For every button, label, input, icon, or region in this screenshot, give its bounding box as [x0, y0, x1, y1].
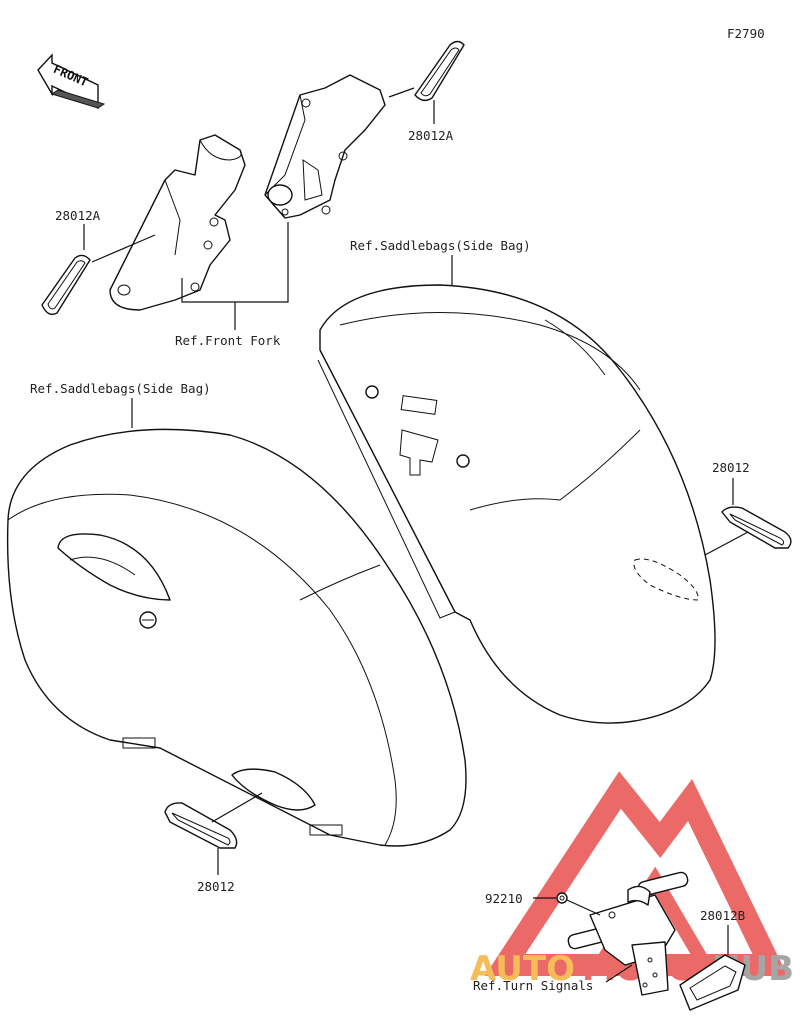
label-ref-saddlebags-right: Ref.Saddlebags(Side Bag)	[350, 238, 531, 253]
leader-28012a-upper	[388, 87, 415, 98]
saddlebag-right	[317, 284, 716, 724]
rear-bracket	[567, 871, 689, 996]
leader-28012-right	[704, 531, 749, 556]
nut-92210	[556, 892, 568, 904]
reflector-28012-right	[721, 506, 792, 549]
leader-28012a-lower	[91, 234, 156, 263]
label-92210: 92210	[485, 891, 523, 906]
label-28012-left: 28012	[197, 879, 235, 894]
leader-28012-left	[211, 792, 263, 823]
reflector-28012a-lower	[41, 254, 91, 316]
front-arrow-icon: FRONT	[37, 53, 106, 110]
watermark-text-auto: AUTO	[470, 949, 575, 989]
front-fork-left	[109, 134, 246, 311]
reflector-28012b	[679, 954, 746, 1011]
label-ref-saddlebags-left: Ref.Saddlebags(Side Bag)	[30, 381, 211, 396]
label-28012a-lower: 28012A	[55, 208, 101, 223]
label-ref-front-fork: Ref.Front Fork	[175, 333, 281, 348]
front-fork-right	[264, 74, 386, 219]
label-28012a-upper: 28012A	[408, 128, 454, 143]
reflector-28012-left	[164, 802, 238, 849]
label-28012-right: 28012	[712, 460, 750, 475]
label-ref-turn-signals: Ref.Turn Signals	[473, 978, 593, 993]
saddlebag-left	[6, 428, 467, 847]
figure-code: F2790	[727, 26, 765, 41]
label-28012b: 28012B	[700, 908, 745, 923]
reflector-28012a-upper	[414, 40, 465, 102]
